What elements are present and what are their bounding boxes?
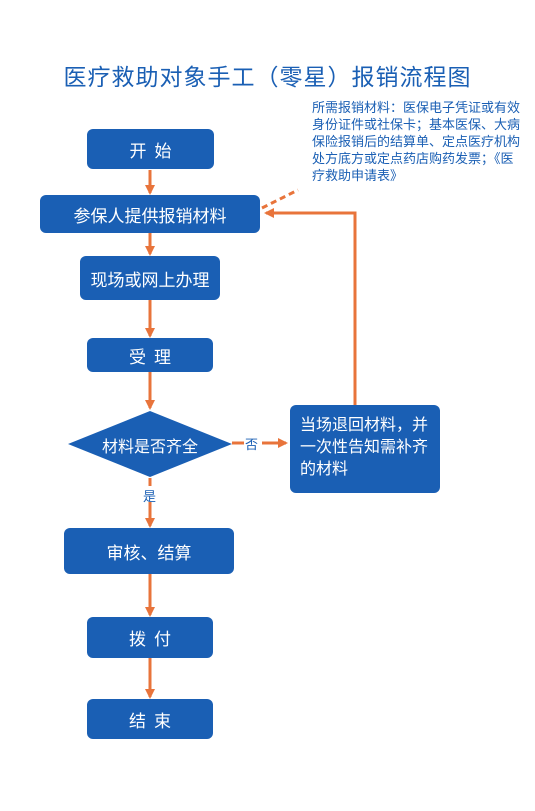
- decision-diamond: [68, 411, 232, 477]
- node-return-materials: 当场退回材料，并一次性告知需补齐的材料: [290, 405, 440, 493]
- node-accept: 受理: [87, 338, 213, 372]
- node-start: 开始: [87, 129, 214, 169]
- node-handle: 现场或网上办理: [80, 256, 220, 300]
- note-dashed-pointer: [261, 188, 299, 210]
- node-submit-materials: 参保人提供报销材料: [40, 195, 260, 233]
- node-end: 结束: [87, 699, 213, 739]
- edge-label-yes: 是: [143, 490, 157, 505]
- node-pay: 拨付: [87, 617, 213, 658]
- decision-label: 材料是否齐全: [101, 437, 198, 456]
- arrow-return-loop: [264, 208, 357, 405]
- materials-note: 所需报销材料：医保电子凭证或有效身份证件或社保卡；基本医保、大病保险报销后的结算…: [312, 101, 521, 184]
- page-title: 医疗救助对象手工（零星）报销流程图: [63, 65, 472, 91]
- edge-label-no: 否: [245, 438, 259, 453]
- node-review-settle: 审核、结算: [64, 528, 234, 574]
